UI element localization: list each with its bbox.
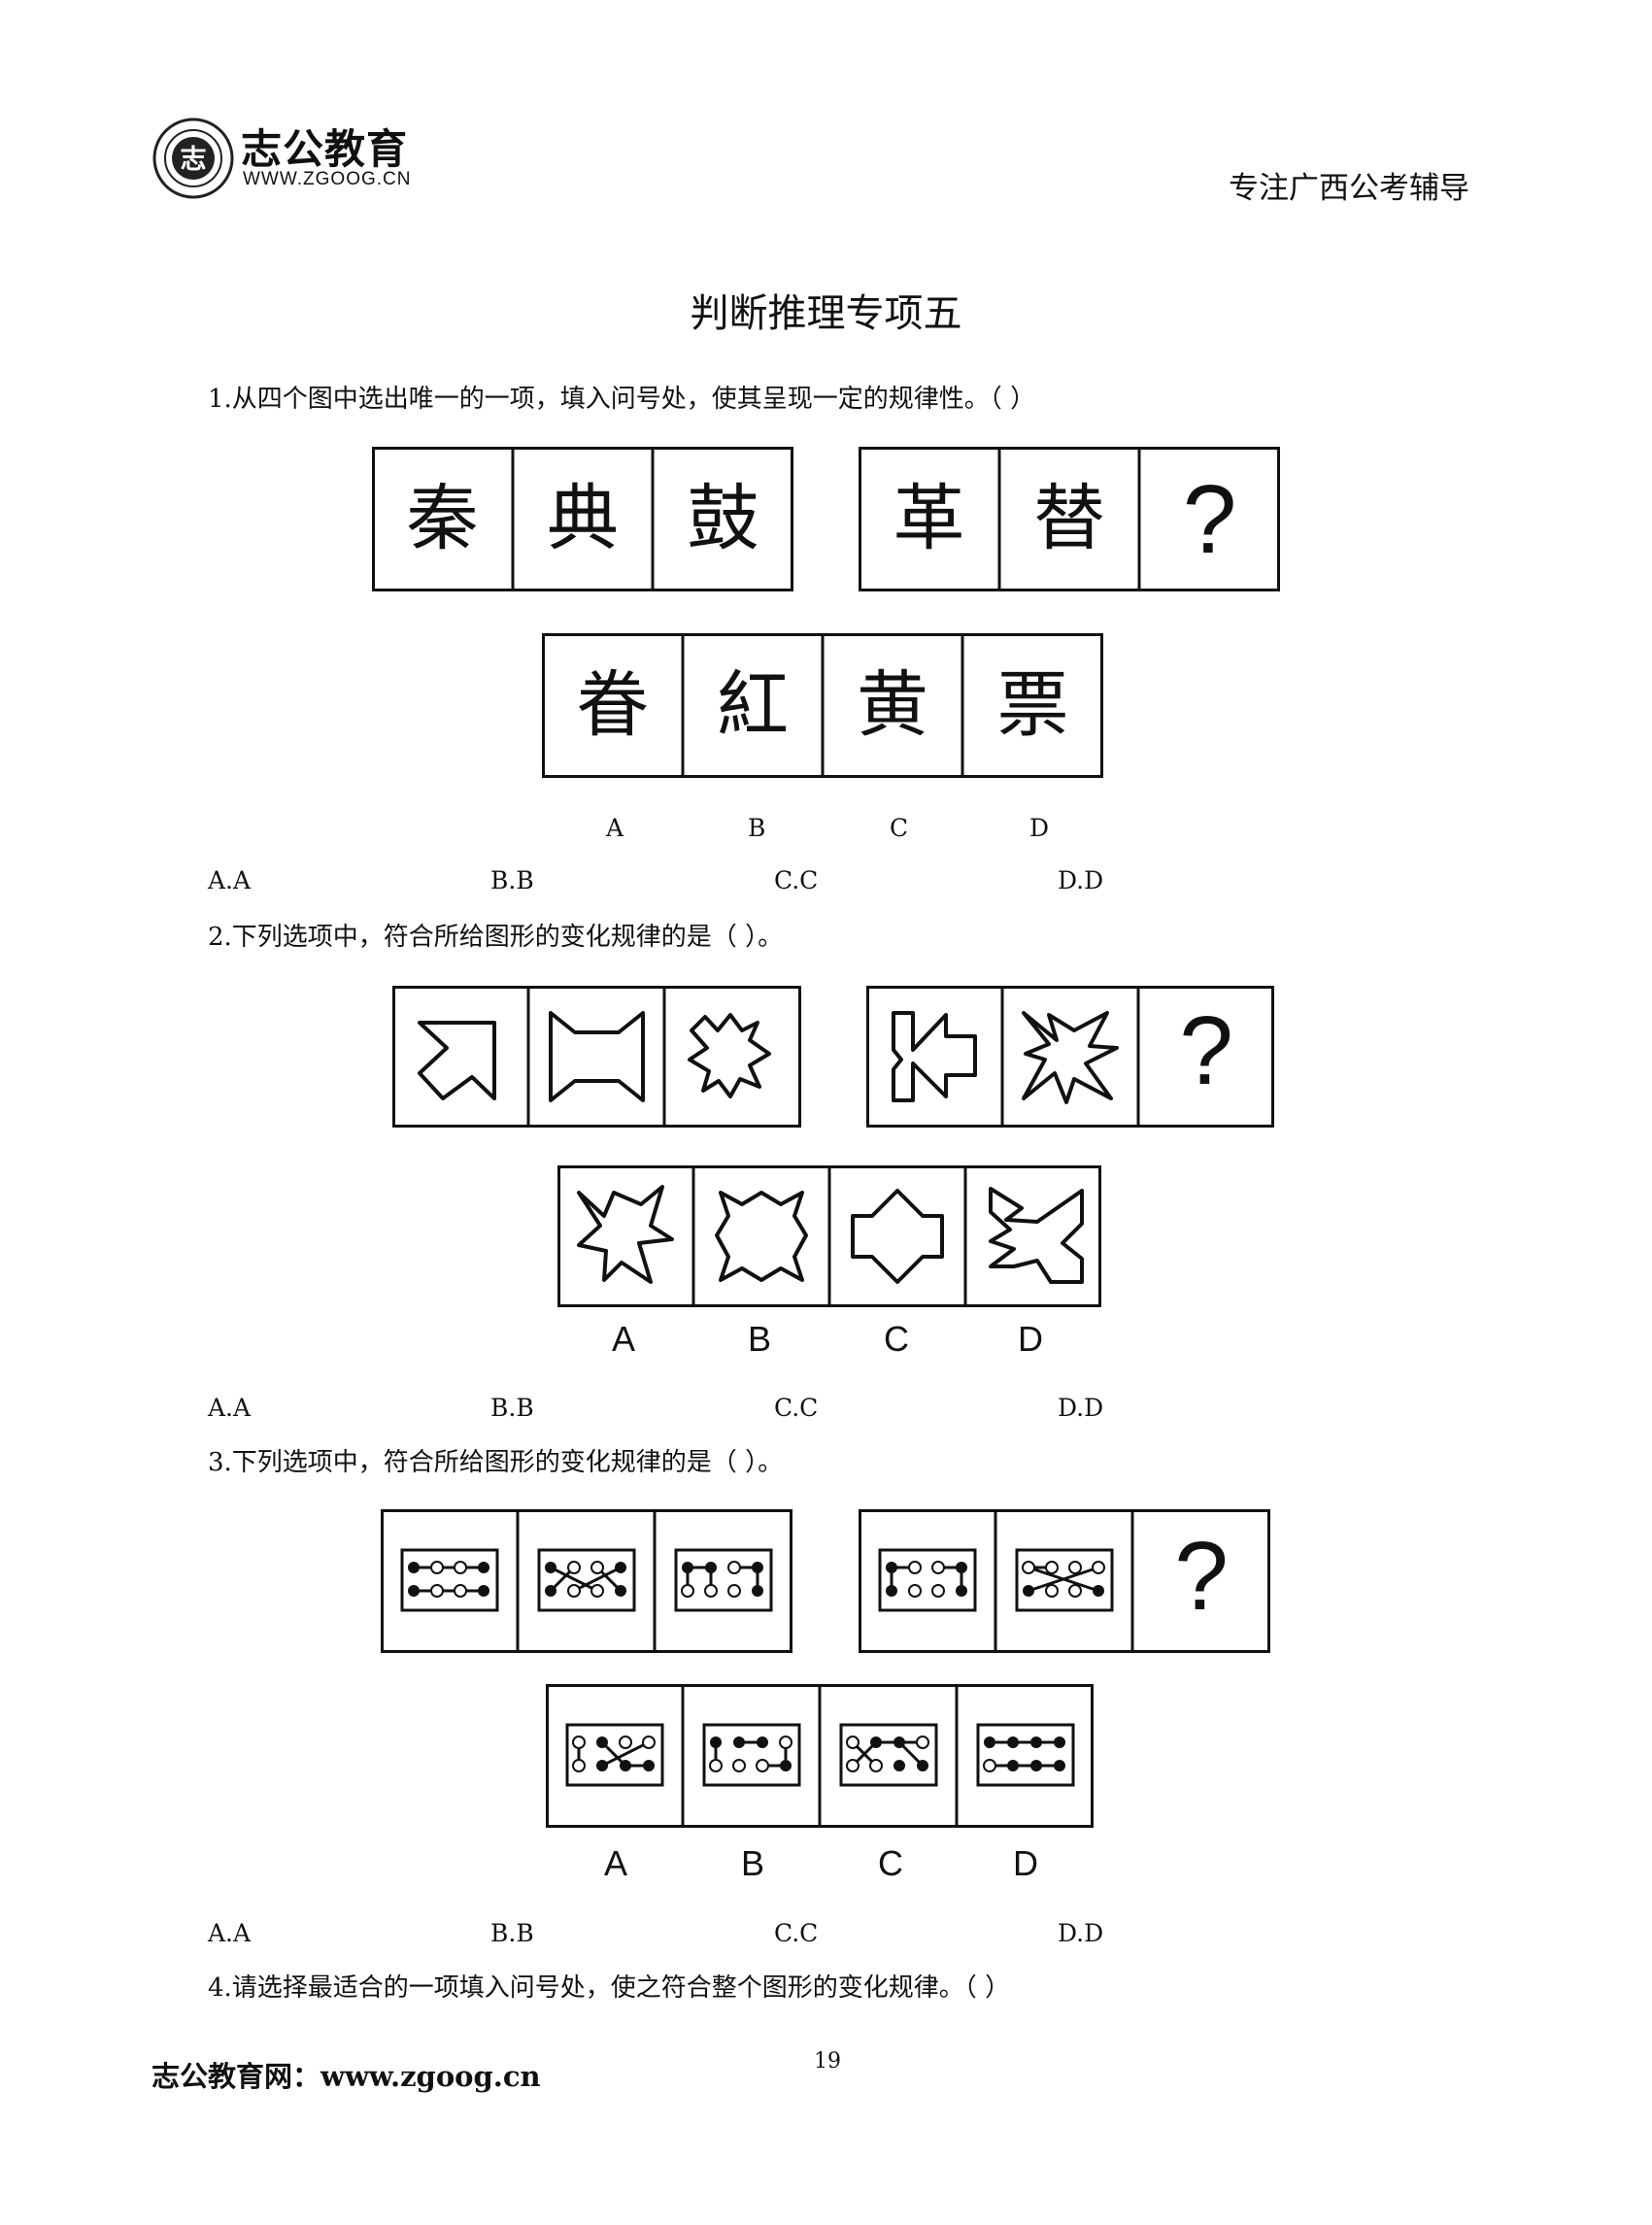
q1-figure-label-b: B <box>748 814 766 842</box>
q1-given-row-left: 秦 典 鼓 <box>372 447 793 595</box>
q1-figure-label-c: C <box>890 814 909 842</box>
q3-option-c-figure <box>839 1723 938 1787</box>
question-4-text: 4.请选择最适合的一项填入问号处，使之符合整个图形的变化规律。（ ） <box>208 1973 1011 2003</box>
q2-option-d[interactable]: D.D <box>1058 1394 1104 1422</box>
footer-site: 志公教育网：www.zgoog.cn <box>152 2060 541 2093</box>
q2-option-b[interactable]: B.B <box>490 1394 534 1422</box>
q3-option-row <box>546 1684 1094 1832</box>
q3-option-d[interactable]: D.D <box>1058 1919 1104 1947</box>
q3-figure-label-b: B <box>741 1843 765 1883</box>
q1-given-row-right: 革 替 ? <box>859 447 1280 595</box>
q3-option-c[interactable]: C.C <box>774 1919 819 1947</box>
q1-option-a[interactable]: A.A <box>208 866 252 894</box>
q3-option-d-figure <box>976 1723 1075 1787</box>
logo-seal-char: 志 <box>181 145 207 175</box>
q1-glyph-2: 典 <box>547 477 619 560</box>
q2-shape-bowtie <box>549 1011 645 1102</box>
q3-option-b[interactable]: B.B <box>490 1919 534 1947</box>
q1-option-glyph-a: 眷 <box>576 663 649 747</box>
q2-option-c-shape <box>851 1189 944 1284</box>
q3-given-4 <box>878 1548 977 1612</box>
q3-option-a-figure <box>565 1723 664 1787</box>
q3-figure-label-c: C <box>878 1843 903 1883</box>
q2-given-row-left <box>392 986 801 1131</box>
q2-shape-cross <box>688 1013 771 1098</box>
q1-glyph-5: 替 <box>1033 477 1105 560</box>
header-tagline: 专注广西公考辅导 <box>1229 171 1469 206</box>
q2-option-d-shape <box>989 1187 1084 1284</box>
q2-option-row <box>557 1165 1101 1311</box>
q1-option-row: 眷 紅 黄 票 <box>542 633 1103 782</box>
q3-option-b-figure <box>702 1723 801 1787</box>
q2-given-row-right: ? <box>866 986 1274 1131</box>
q1-option-glyph-c: 黄 <box>857 663 928 747</box>
q3-given-row-right: ? <box>859 1509 1270 1657</box>
q2-option-a-shape <box>577 1185 674 1284</box>
q2-figure-label-b: B <box>748 1319 772 1359</box>
page-number: 19 <box>814 2049 841 2073</box>
q2-option-a[interactable]: A.A <box>208 1394 252 1422</box>
logo-name: 志公教育 <box>241 125 409 173</box>
q2-shape-k <box>892 1011 977 1102</box>
q3-given-5 <box>1015 1548 1114 1612</box>
q2-figure-label-a: A <box>612 1319 636 1359</box>
q1-figure-label-a: A <box>606 814 624 842</box>
q3-option-a[interactable]: A.A <box>208 1919 252 1947</box>
q2-shape-arrow <box>418 1021 496 1100</box>
q1-glyph-4: 革 <box>893 477 965 560</box>
question-2-text: 2.下列选项中，符合所给图形的变化规律的是（ ）。 <box>208 923 784 952</box>
q1-figure-label-d: D <box>1029 814 1050 842</box>
question-3-text: 3.下列选项中，符合所给图形的变化规律的是（ ）。 <box>208 1448 784 1477</box>
question-1-text: 1.从四个图中选出唯一的一项，填入问号处，使其呈现一定的规律性。（ ） <box>208 385 1036 414</box>
logo-url: WWW.ZGOOG.CN <box>243 169 412 189</box>
q2-figure-label-c: C <box>884 1319 909 1359</box>
logo-seal: 志 <box>152 118 234 199</box>
q3-given-3 <box>674 1548 773 1612</box>
q3-given-1 <box>400 1548 499 1612</box>
q2-option-c[interactable]: C.C <box>774 1394 819 1422</box>
q3-question-mark: ? <box>1174 1522 1229 1631</box>
q2-figure-label-d: D <box>1018 1319 1043 1359</box>
page-title: 判断推理专项五 <box>690 291 962 336</box>
q2-shape-star <box>1022 1011 1119 1104</box>
q1-question-mark: ? <box>1182 465 1237 574</box>
q1-option-glyph-b: 紅 <box>717 663 789 747</box>
q1-glyph-1: 秦 <box>406 477 479 560</box>
q3-figure-label-d: D <box>1013 1843 1038 1883</box>
q1-option-c[interactable]: C.C <box>774 866 819 894</box>
q2-option-b-shape <box>715 1191 808 1282</box>
q1-glyph-3: 鼓 <box>687 477 759 560</box>
logo: 志 志公教育 WWW.ZGOOG.CN <box>152 115 443 202</box>
q3-given-row-left <box>381 1509 792 1657</box>
q3-figure-label-a: A <box>604 1843 628 1883</box>
q1-option-d[interactable]: D.D <box>1058 866 1104 894</box>
q1-option-b[interactable]: B.B <box>490 866 534 894</box>
q1-option-glyph-d: 票 <box>996 663 1069 747</box>
q2-question-mark: ? <box>1179 996 1233 1105</box>
q3-given-2 <box>537 1548 636 1612</box>
